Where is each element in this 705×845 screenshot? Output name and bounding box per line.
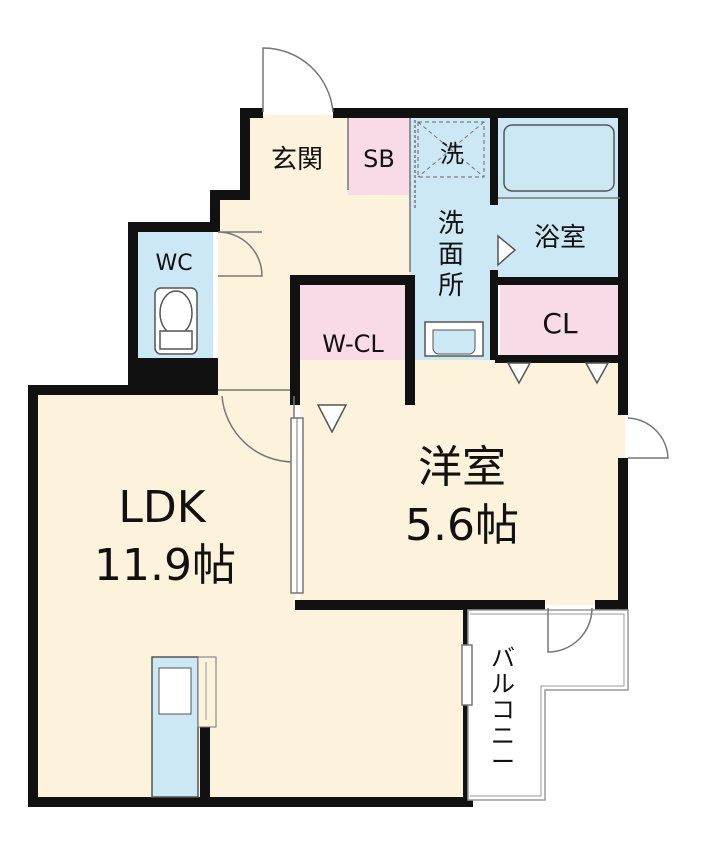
wc-door <box>217 231 263 277</box>
genkan-label: 玄関 <box>271 145 323 175</box>
toilet <box>154 287 198 355</box>
washer-space <box>417 121 485 178</box>
cl-label: CL <box>542 307 578 340</box>
ldk-name-label: LDK <box>118 482 206 533</box>
thin-partitions <box>218 118 620 391</box>
washer-label: 洗 <box>440 140 464 168</box>
bath-label: 浴室 <box>534 223 586 253</box>
western-room-size-label: 5.6帖 <box>405 500 519 551</box>
sliding-door-balcony <box>461 644 473 706</box>
washbasin <box>424 321 484 357</box>
walls <box>28 108 628 807</box>
wcl-label: W-CL <box>322 330 384 358</box>
ldk-floor <box>35 390 465 800</box>
balcony-door <box>547 607 593 653</box>
washroom-label-1: 洗 <box>438 209 464 239</box>
closet-doors <box>316 234 610 434</box>
balcony-label-2: ル <box>491 670 515 698</box>
washroom-floor <box>410 115 495 360</box>
wc-label: WC <box>155 251 192 276</box>
balcony-outline <box>467 609 629 801</box>
balcony-label-5: ー <box>491 748 515 776</box>
sliding-door-ldk-western <box>290 417 304 594</box>
washroom-label-2: 面 <box>438 240 464 270</box>
washroom-label-3: 所 <box>438 271 464 301</box>
western-room-name-label: 洋室 <box>418 442 506 493</box>
balcony-label-4: ニ <box>491 722 515 750</box>
balcony-label-1: バ <box>491 644 515 672</box>
bathtub <box>503 124 615 192</box>
cl-floor <box>500 285 620 357</box>
hallway-floor <box>218 195 410 395</box>
doors <box>217 47 669 653</box>
ldk-size-label: 11.9帖 <box>94 540 236 591</box>
ldk-door <box>221 395 295 463</box>
exterior-door <box>627 417 669 459</box>
balcony-label-3: コ <box>491 696 515 724</box>
sb-floor <box>348 115 410 195</box>
room-labels: 玄関 SB 洗 洗 面 所 浴室 WC W-CL CL LDK 11.9帖 洋室… <box>94 140 586 776</box>
entrance-door <box>262 47 334 113</box>
kitchen <box>151 656 217 798</box>
genkan-floor <box>248 115 348 200</box>
sb-label: SB <box>363 145 395 173</box>
western-room-floor <box>300 360 625 605</box>
